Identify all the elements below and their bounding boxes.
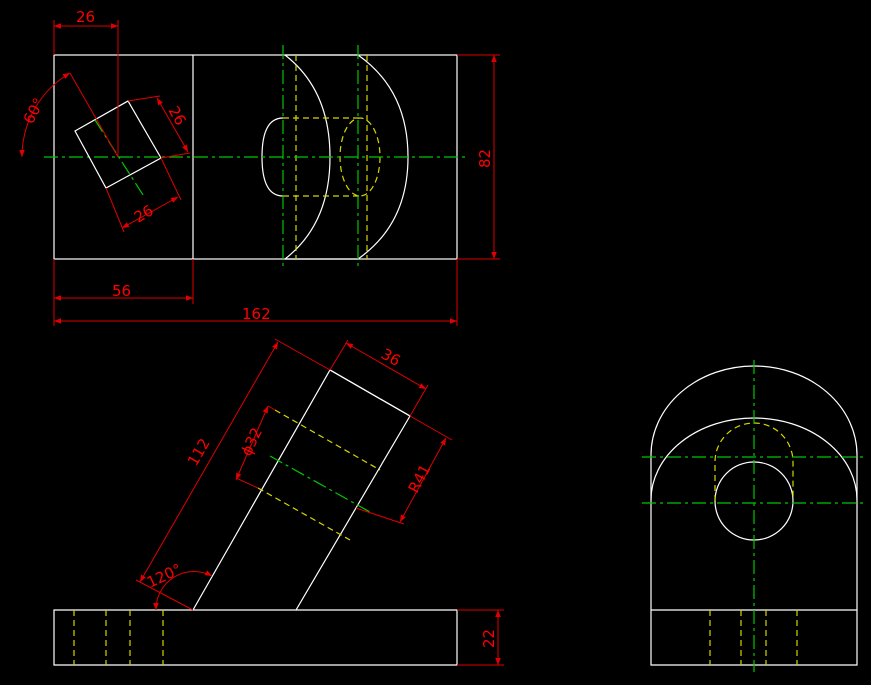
dim-angle-60: 60° bbox=[20, 95, 48, 127]
dim-slot-length-ext-a bbox=[105, 187, 125, 233]
dim-arm-36: 36 bbox=[378, 345, 404, 370]
dim-bore-diameter: ϕ32 bbox=[237, 425, 266, 459]
dim-bore-line bbox=[235, 405, 269, 481]
dim-slot-length-line bbox=[121, 196, 179, 229]
dim-36-ext-right bbox=[409, 384, 429, 417]
dim-112-ext-top bbox=[274, 338, 331, 371]
dim-base-22: 22 bbox=[480, 629, 498, 648]
dim-60-ext bbox=[69, 72, 119, 158]
dim-bore-ext-top bbox=[267, 405, 276, 411]
base-outline bbox=[53, 609, 458, 666]
dim-total-162: 162 bbox=[242, 305, 271, 323]
dim-112-line bbox=[139, 341, 279, 583]
dim-60-arc bbox=[19, 72, 71, 158]
front-view: 112 36 ϕ32 R41 120° 22 bbox=[53, 338, 504, 666]
dim-36-ext-left bbox=[329, 339, 349, 371]
dim-slot-offset: 26 bbox=[76, 8, 95, 26]
dim-block-56: 56 bbox=[112, 282, 131, 300]
side-view bbox=[642, 360, 866, 672]
inclined-arm bbox=[191, 369, 411, 611]
arm-bore-hidden-upper bbox=[274, 409, 381, 471]
dim-height-82: 82 bbox=[476, 149, 494, 168]
dim-36-line bbox=[345, 342, 427, 390]
dim-slot-length: 26 bbox=[131, 201, 157, 226]
dim-slot-width-ext-a bbox=[127, 95, 161, 102]
dim-slot-width-ext-b bbox=[160, 152, 191, 159]
dim-r41-ext-top bbox=[409, 415, 453, 441]
arm-bore-hidden-lower bbox=[257, 487, 351, 541]
dim-r41-line bbox=[399, 437, 447, 523]
arm-bore-centerline bbox=[269, 455, 371, 513]
arm-end-face bbox=[329, 369, 411, 417]
side-outer-outline bbox=[650, 365, 858, 666]
top-view: 26 60° 26 26 82 56 162 bbox=[19, 8, 500, 326]
dim-120-arc bbox=[153, 570, 213, 611]
dim-bore-ext-bottom bbox=[235, 477, 259, 489]
dim-slot-width-line bbox=[156, 97, 189, 153]
slot-centerline bbox=[94, 119, 146, 199]
dim-r41-ext-bottom bbox=[355, 507, 405, 525]
dim-arm-112: 112 bbox=[184, 435, 214, 469]
dim-slot-length-ext-b bbox=[160, 157, 182, 201]
dim-slot-width: 26 bbox=[165, 103, 190, 129]
